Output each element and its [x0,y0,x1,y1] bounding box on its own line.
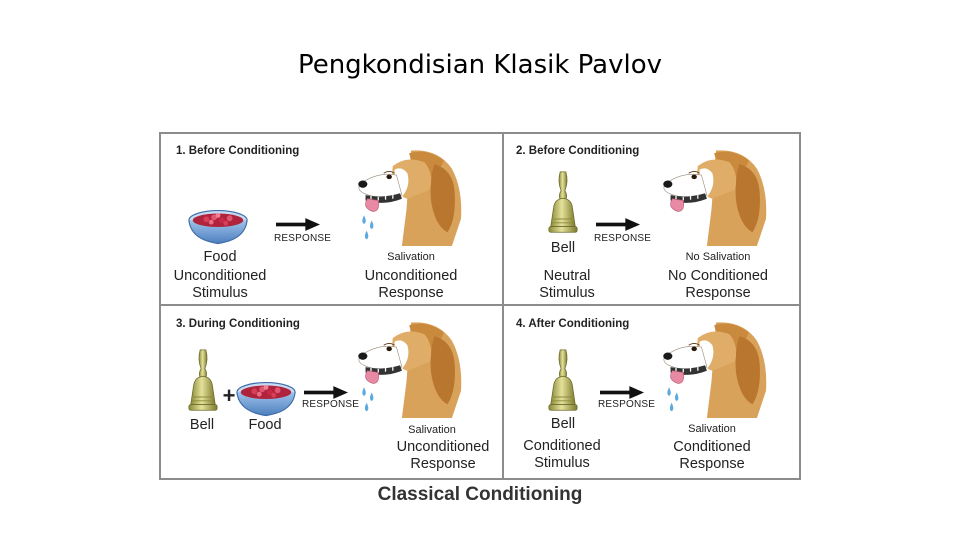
panel-4-stimulus-type: Conditioned Stimulus [523,438,601,471]
panel-1-arrow-label: RESPONSE [274,233,332,244]
saliva-drops-icon [358,384,382,418]
panel-2-arrow-label: RESPONSE [594,233,652,244]
food-bowl-icon [187,208,249,248]
panel-3-stimulus-bell: Bell [189,417,215,433]
panel-4-stimulus-name: Bell [550,416,576,432]
panel-3-response-type: Unconditioned Response [396,439,490,472]
panel-3-stimulus-food: Food [248,417,282,433]
panel-4-title: 4. After Conditioning [516,318,630,330]
panel-divider-vertical [502,133,504,479]
bell-icon [186,348,220,414]
saliva-drops-icon [663,384,687,418]
figure-caption: Classical Conditioning [377,484,583,505]
panel-2-stimulus-name: Bell [550,240,576,256]
dog-icon [657,146,775,246]
slide-title: Pengkondisian Klasik Pavlov [297,50,663,80]
panel-4-response-type: Conditioned Response [673,439,751,472]
saliva-drops-icon [358,212,382,246]
panel-2-dog-state: No Salivation [685,251,751,263]
panel-1-response-type: Unconditioned Response [364,268,458,301]
panel-2-title: 2. Before Conditioning [516,145,640,157]
panel-2-response-type: No Conditioned Response [668,268,768,301]
panel-1-stimulus-name: Food [203,249,237,265]
arrow-icon [600,386,644,399]
panel-1-dog-state: Salivation [387,251,435,263]
plus-sign: + [222,383,236,408]
panel-1-stimulus-type: Unconditioned Stimulus [173,268,267,301]
panel-3-title: 3. During Conditioning [176,318,300,330]
panel-4-dog-state: Salivation [688,423,736,435]
panel-3-dog-state: Salivation [408,424,456,436]
food-bowl-icon [235,380,297,420]
arrow-icon [276,218,320,231]
arrow-icon [304,386,348,399]
bell-icon [546,170,580,236]
panel-1-title: 1. Before Conditioning [176,145,300,157]
panel-3-arrow-label: RESPONSE [302,399,360,410]
bell-icon [546,348,580,414]
panel-4-arrow-label: RESPONSE [598,399,656,410]
panel-divider-horizontal [160,304,800,306]
panel-2-stimulus-type: Neutral Stimulus [539,268,595,301]
arrow-icon [596,218,640,231]
